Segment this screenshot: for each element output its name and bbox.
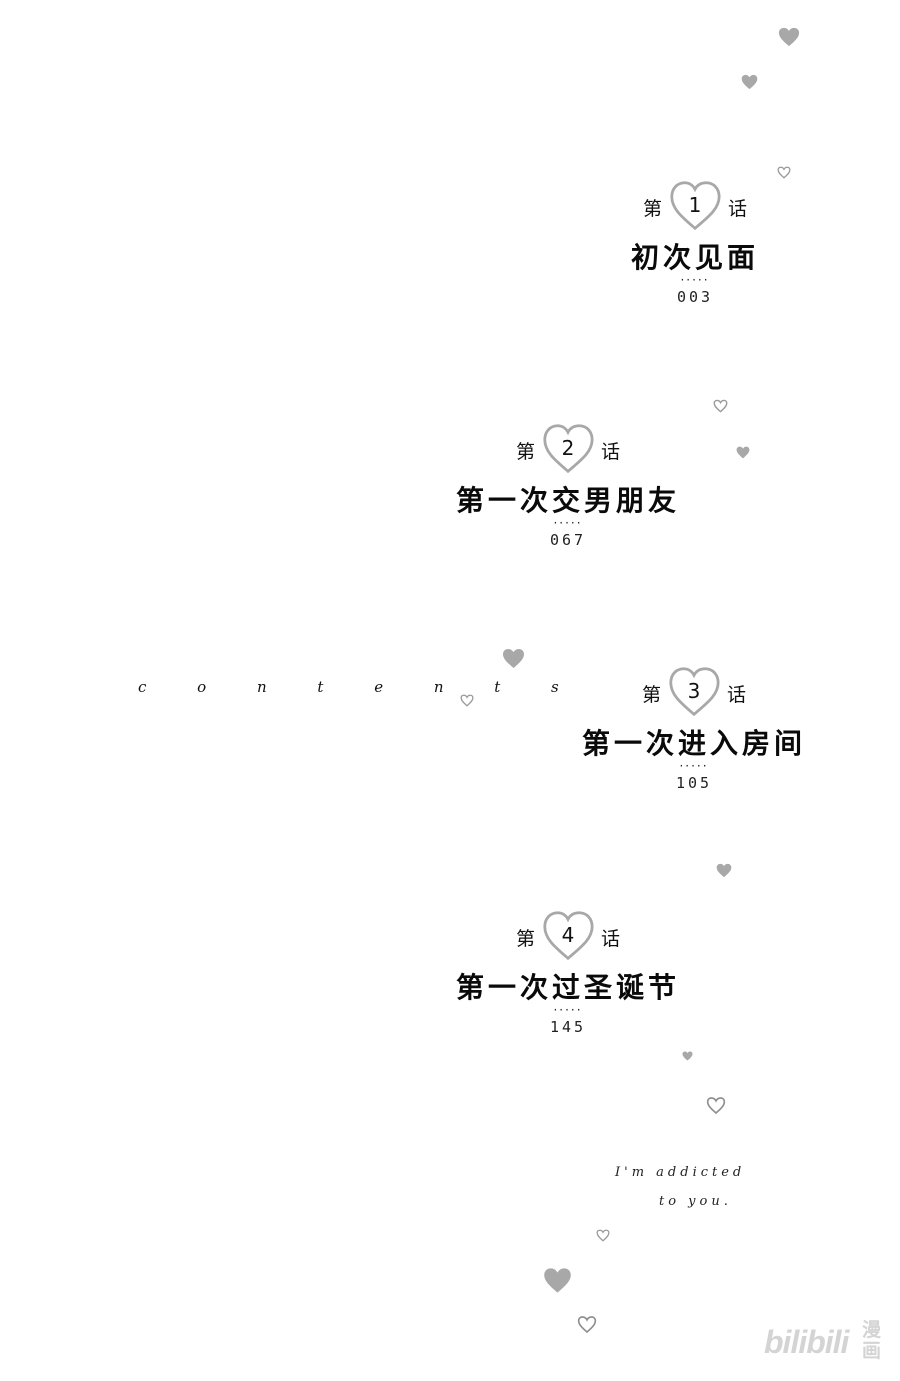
chapter-page-number: 003 [676, 288, 714, 306]
dot-divider: ····· [553, 516, 583, 530]
tagline-line-1: I'm addicted [615, 1165, 746, 1180]
chapter-number: 3 [687, 679, 701, 703]
logo-text: bilibili [764, 1324, 849, 1360]
dot-divider: ····· [553, 1003, 583, 1017]
heart-outline-icon [670, 181, 721, 231]
chapter-title: 第一次交男朋友 [455, 484, 680, 517]
heart-icon [741, 74, 758, 90]
heart-outline-icon [543, 911, 594, 961]
heart-outline-icon [596, 1229, 610, 1242]
heart-outline-icon [577, 1316, 597, 1334]
chapter-page-number: 067 [549, 531, 587, 549]
heart-outline-icon [713, 399, 728, 413]
heart-icon [544, 1268, 571, 1293]
heart-icon [682, 1051, 693, 1061]
chapter-prefix: 第 [516, 441, 536, 463]
chapter-suffix: 话 [600, 441, 620, 463]
chapter-prefix: 第 [516, 928, 536, 950]
chapter-number: 2 [561, 436, 575, 460]
dot-divider: ····· [679, 759, 709, 773]
heart-icon [778, 27, 800, 47]
logo-subtext: 漫画 [862, 1319, 882, 1362]
heart-icon [716, 863, 732, 878]
tagline-line-2: to you. [659, 1194, 732, 1209]
chapter-label: 第 2 话 [516, 423, 620, 479]
chapter-number: 4 [561, 923, 575, 947]
chapter-label: 第 1 话 [643, 180, 747, 236]
chapter-label: 第 4 话 [516, 910, 620, 966]
chapter-entry-1[interactable]: 第 1 话 初次见面 ····· 003 [615, 180, 775, 306]
heart-icon [736, 446, 750, 459]
heart-outline-icon [669, 667, 720, 717]
heart-icon [503, 648, 524, 669]
chapter-label: 第 3 话 [642, 666, 746, 722]
chapter-title: 第一次进入房间 [581, 727, 806, 760]
chapter-suffix: 话 [600, 928, 620, 950]
chapter-suffix: 话 [726, 684, 746, 706]
chapter-page-number: 105 [675, 774, 713, 792]
dot-divider: ····· [680, 273, 710, 287]
chapter-entry-4[interactable]: 第 4 话 第一次过圣诞节 ····· 145 [440, 910, 696, 1036]
heart-outline-icon [460, 694, 474, 707]
heart-outline-icon [706, 1097, 726, 1115]
chapter-suffix: 话 [727, 198, 747, 220]
chapter-entry-3[interactable]: 第 3 话 第一次进入房间 ····· 105 [566, 666, 822, 792]
chapter-prefix: 第 [642, 684, 662, 706]
chapter-entry-2[interactable]: 第 2 话 第一次交男朋友 ····· 067 [440, 423, 696, 549]
contents-label: c o n t e n t s [138, 678, 582, 696]
chapter-page-number: 145 [549, 1018, 587, 1036]
chapter-prefix: 第 [643, 198, 663, 220]
chapter-title: 初次见面 [630, 241, 759, 274]
tagline: I'm addicted to you. [615, 1158, 785, 1216]
chapter-number: 1 [688, 193, 702, 217]
heart-outline-icon [543, 424, 594, 474]
chapter-title: 第一次过圣诞节 [455, 971, 680, 1004]
heart-outline-icon [777, 166, 791, 179]
bilibili-manga-logo: bilibili 漫画 [764, 1318, 894, 1368]
